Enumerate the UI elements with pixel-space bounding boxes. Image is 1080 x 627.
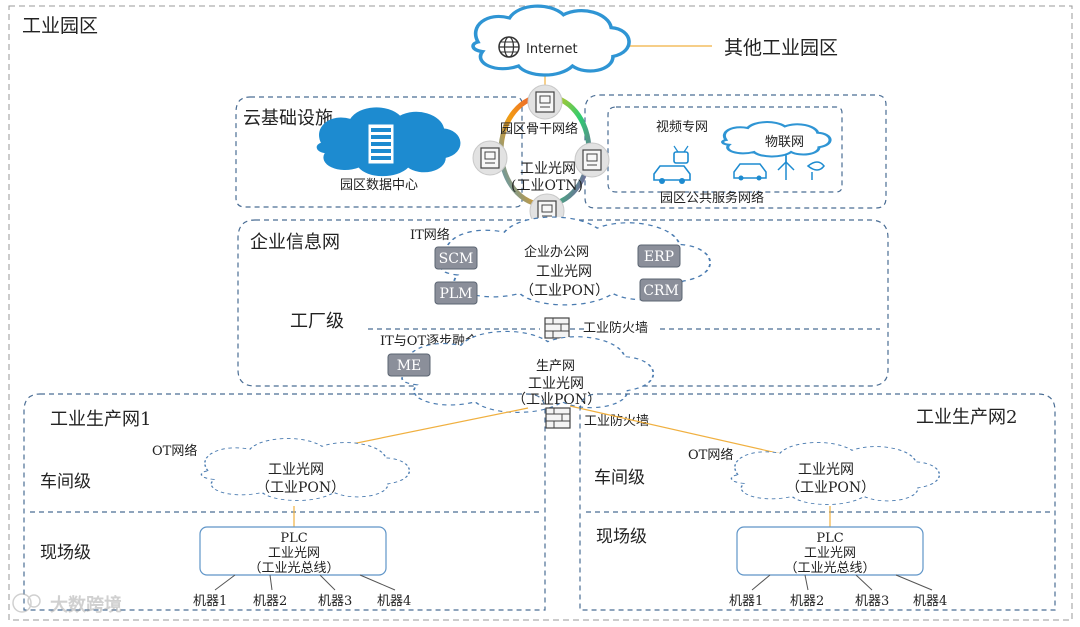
link-prod2 bbox=[569, 405, 809, 461]
firewall-icon bbox=[545, 407, 571, 429]
machine-1-1: 机器1 bbox=[193, 594, 227, 609]
link-machine-1-4 bbox=[359, 574, 396, 591]
factory-level-label: 工厂级 bbox=[290, 311, 344, 332]
office-pon-line2: （工业PON） bbox=[520, 283, 609, 299]
plc-line3-2: （工业光总线） bbox=[784, 561, 875, 576]
scm-label: SCM bbox=[439, 251, 474, 267]
watermark: 大数跨境 bbox=[12, 593, 122, 616]
plc-box-1 bbox=[199, 526, 387, 576]
workshop-level-label-1: 车间级 bbox=[40, 472, 91, 492]
internet-cloud bbox=[471, 4, 631, 77]
internet-label: Internet bbox=[526, 42, 578, 57]
optical-node-icon bbox=[582, 149, 602, 171]
prod-net-2-title: 工业生产网2 bbox=[916, 407, 1017, 428]
scm-box: SCM bbox=[434, 246, 478, 270]
backbone-label: 园区骨干网络 bbox=[500, 121, 578, 137]
otn-line2: (工业OTN) bbox=[511, 178, 583, 194]
prod2-pon-line1: 工业光网 bbox=[798, 462, 854, 478]
me-label: ME bbox=[397, 358, 422, 374]
link-machine-2-4 bbox=[895, 574, 933, 591]
prod-net-1-box bbox=[23, 393, 546, 611]
office-net-label: 企业办公网 bbox=[524, 244, 589, 260]
machine-2-4: 机器4 bbox=[913, 594, 947, 609]
production-net-label: 生产网 bbox=[536, 359, 575, 374]
other-parks-label: 其他工业园区 bbox=[724, 37, 838, 59]
plc-line2-1: 工业光网 bbox=[268, 546, 320, 561]
prod2-pon-line2: （工业PON） bbox=[786, 480, 875, 496]
plc-line2-2: 工业光网 bbox=[804, 546, 856, 561]
prod1-pon-line1: 工业光网 bbox=[268, 462, 324, 478]
firewall-label-1: 工业防火墙 bbox=[583, 320, 648, 336]
machine-1-2: 机器2 bbox=[253, 594, 287, 609]
prod-net-2-box bbox=[579, 393, 1056, 611]
crm-box: CRM bbox=[639, 278, 683, 302]
tv-car-icon bbox=[653, 145, 691, 184]
production-pon-line2: （工业PON） bbox=[512, 392, 601, 408]
machine-1-4: 机器4 bbox=[377, 594, 411, 609]
ot-network-label-2: OT网络 bbox=[688, 447, 733, 463]
machine-2-2: 机器2 bbox=[790, 594, 824, 609]
link-machine-1-1 bbox=[214, 574, 236, 591]
iot-net-label: 物联网 bbox=[765, 135, 804, 150]
enterprise-net-box bbox=[237, 219, 889, 387]
machine-1-3: 机器3 bbox=[318, 594, 352, 609]
optical-node-icon bbox=[480, 147, 500, 169]
me-box: ME bbox=[387, 353, 431, 377]
plc-label-1: PLC bbox=[280, 531, 307, 546]
video-net-label: 视频专网 bbox=[656, 120, 708, 135]
erp-label: ERP bbox=[644, 249, 674, 265]
prod-net-1-title: 工业生产网1 bbox=[50, 409, 151, 430]
production-pon-line1: 工业光网 bbox=[528, 376, 584, 392]
optical-node-icon bbox=[537, 200, 557, 222]
machine-2-1: 机器1 bbox=[729, 594, 763, 609]
ot-network-label-1: OT网络 bbox=[152, 443, 197, 459]
plc-label-2: PLC bbox=[816, 531, 843, 546]
optical-node-icon bbox=[535, 91, 555, 113]
prod1-pon-line2: （工业PON） bbox=[256, 480, 345, 496]
office-pon-line1: 工业光网 bbox=[536, 264, 592, 280]
enterprise-net-title: 企业信息网 bbox=[250, 232, 340, 253]
public-service-label: 园区公共服务网络 bbox=[660, 190, 764, 206]
link-machine-2-2 bbox=[804, 574, 809, 591]
link-machine-2-3 bbox=[855, 574, 873, 591]
otn-line1: 工业光网 bbox=[520, 161, 576, 177]
cloud-infra-box bbox=[235, 96, 523, 208]
erp-box: ERP bbox=[637, 244, 681, 268]
globe-icon bbox=[498, 36, 520, 58]
watermark-text: 大数跨境 bbox=[50, 594, 122, 616]
field-level-label-1: 现场级 bbox=[40, 543, 91, 563]
field-level-label-2: 现场级 bbox=[596, 527, 647, 547]
machine-2-3: 机器3 bbox=[855, 594, 889, 609]
optical-node-left bbox=[472, 140, 508, 176]
plm-box: PLM bbox=[434, 281, 478, 305]
link-machine-1-2 bbox=[269, 574, 273, 591]
optical-node-right bbox=[574, 142, 610, 178]
link-machine-1-3 bbox=[319, 574, 336, 591]
park-title: 工业园区 bbox=[22, 15, 98, 37]
iot-devices-icon bbox=[733, 154, 825, 181]
plc-box-2 bbox=[736, 526, 924, 576]
server-rack-icon bbox=[367, 123, 395, 165]
crm-label: CRM bbox=[643, 283, 679, 299]
plc-line3-1: （工业光总线） bbox=[248, 561, 339, 576]
workshop-level-label-2: 车间级 bbox=[594, 468, 645, 488]
optical-node-top bbox=[527, 84, 563, 120]
firewall-icon bbox=[544, 317, 570, 339]
plm-label: PLM bbox=[439, 286, 472, 302]
cloud-infra-title: 云基础设施 bbox=[243, 108, 333, 129]
link-machine-2-1 bbox=[751, 574, 771, 591]
firewall-label-2: 工业防火墙 bbox=[584, 413, 649, 429]
public-service-inner-box bbox=[607, 106, 843, 193]
datacenter-label: 园区数据中心 bbox=[340, 178, 418, 193]
it-network-label: IT网络 bbox=[410, 227, 450, 243]
